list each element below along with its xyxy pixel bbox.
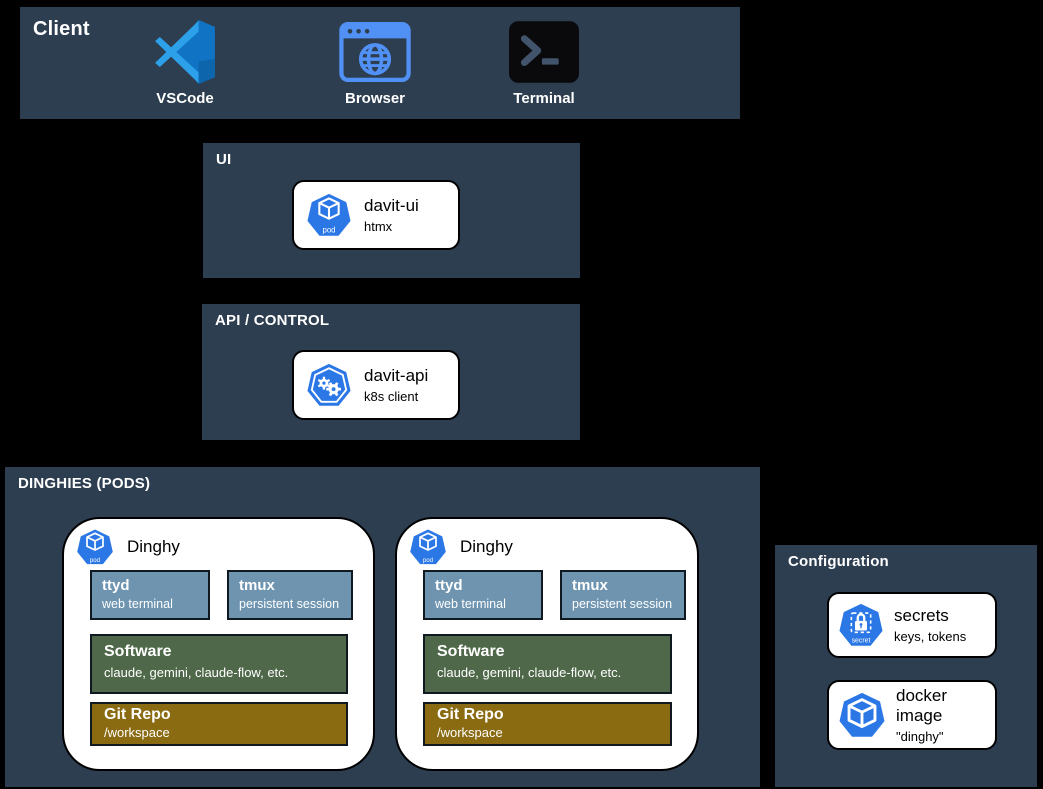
api-box: API / CONTROL <box>202 304 580 440</box>
ttyd-subtitle: web terminal <box>435 597 506 611</box>
software-title: Software <box>437 643 505 660</box>
client-item-terminal: Terminal <box>474 15 614 107</box>
svg-text:pod: pod <box>90 557 100 564</box>
ui-title: UI <box>216 151 232 168</box>
client-item-label: Terminal <box>513 90 575 107</box>
software-title: Software <box>104 643 172 660</box>
ttyd-box: ttyd web terminal <box>423 570 543 620</box>
node-title: davit-api <box>364 366 429 386</box>
dinghy-card: pod Dinghy ttyd web terminal tmux persis… <box>62 517 375 771</box>
dinghies-title: DINGHIES (PODS) <box>18 475 151 492</box>
vscode-icon <box>115 15 255 89</box>
k8s-pod-icon: pod <box>306 192 352 238</box>
docker-image-icon <box>838 691 886 739</box>
docker-image-card: docker image "dinghy" <box>827 680 997 750</box>
tmux-title: tmux <box>572 577 608 594</box>
node-subtitle: keys, tokens <box>894 628 967 644</box>
svg-text:pod: pod <box>423 557 433 564</box>
git-repo-box: Git Repo /workspace <box>90 702 348 746</box>
configuration-box: Configuration secret secrets keys, token… <box>775 545 1037 787</box>
software-subtitle: claude, gemini, claude-flow, etc. <box>437 665 622 680</box>
davit-ui-card: pod davit-ui htmx <box>292 180 460 250</box>
dinghy-title: Dinghy <box>127 537 180 556</box>
dinghy-card: pod Dinghy ttyd web terminal tmux persis… <box>395 517 699 771</box>
ui-box: UI pod davit-ui htmx <box>203 143 580 278</box>
git-repo-subtitle: /workspace <box>437 725 503 740</box>
node-title: docker image <box>896 686 948 725</box>
client-box: Client VSCode <box>20 7 740 119</box>
client-title: Client <box>33 18 90 40</box>
software-subtitle: claude, gemini, claude-flow, etc. <box>104 665 289 680</box>
tmux-box: tmux persistent session <box>560 570 686 620</box>
tmux-subtitle: persistent session <box>239 597 340 611</box>
software-box: Software claude, gemini, claude-flow, et… <box>90 634 348 694</box>
svg-text:pod: pod <box>322 225 335 234</box>
client-item-label: VSCode <box>156 90 214 107</box>
k8s-pod-icon: pod <box>409 528 447 566</box>
tmux-box: tmux persistent session <box>227 570 353 620</box>
git-repo-title: Git Repo <box>437 706 504 723</box>
node-subtitle: htmx <box>364 218 393 234</box>
node-subtitle: "dinghy" <box>896 728 944 744</box>
ttyd-subtitle: web terminal <box>102 597 173 611</box>
configuration-title: Configuration <box>788 553 889 570</box>
terminal-icon <box>474 15 614 89</box>
ttyd-title: ttyd <box>435 577 463 594</box>
dinghy-title: Dinghy <box>460 537 513 556</box>
node-title: davit-ui <box>364 196 419 216</box>
browser-icon <box>305 15 445 89</box>
secrets-card: secret secrets keys, tokens <box>827 592 997 658</box>
git-repo-box: Git Repo /workspace <box>423 702 672 746</box>
node-title: secrets <box>894 606 949 626</box>
k8s-pod-icon: pod <box>76 528 114 566</box>
davit-api-card: davit-api k8s client <box>292 350 460 420</box>
client-item-label: Browser <box>344 90 406 107</box>
tmux-subtitle: persistent session <box>572 597 673 611</box>
git-repo-subtitle: /workspace <box>104 725 170 740</box>
tmux-title: tmux <box>239 577 275 594</box>
ttyd-title: ttyd <box>102 577 130 594</box>
k8s-secret-icon: secret <box>838 602 884 648</box>
svg-text:secret: secret <box>852 637 871 644</box>
k8s-deploy-icon <box>306 362 352 408</box>
api-title: API / CONTROL <box>215 312 330 329</box>
git-repo-title: Git Repo <box>104 706 171 723</box>
client-item-browser: Browser <box>305 15 445 107</box>
dinghies-box: DINGHIES (PODS) pod Dinghy ttyd web term… <box>5 467 760 787</box>
ttyd-box: ttyd web terminal <box>90 570 210 620</box>
node-subtitle: k8s client <box>364 388 419 404</box>
software-box: Software claude, gemini, claude-flow, et… <box>423 634 672 694</box>
client-item-vscode: VSCode <box>115 15 255 107</box>
